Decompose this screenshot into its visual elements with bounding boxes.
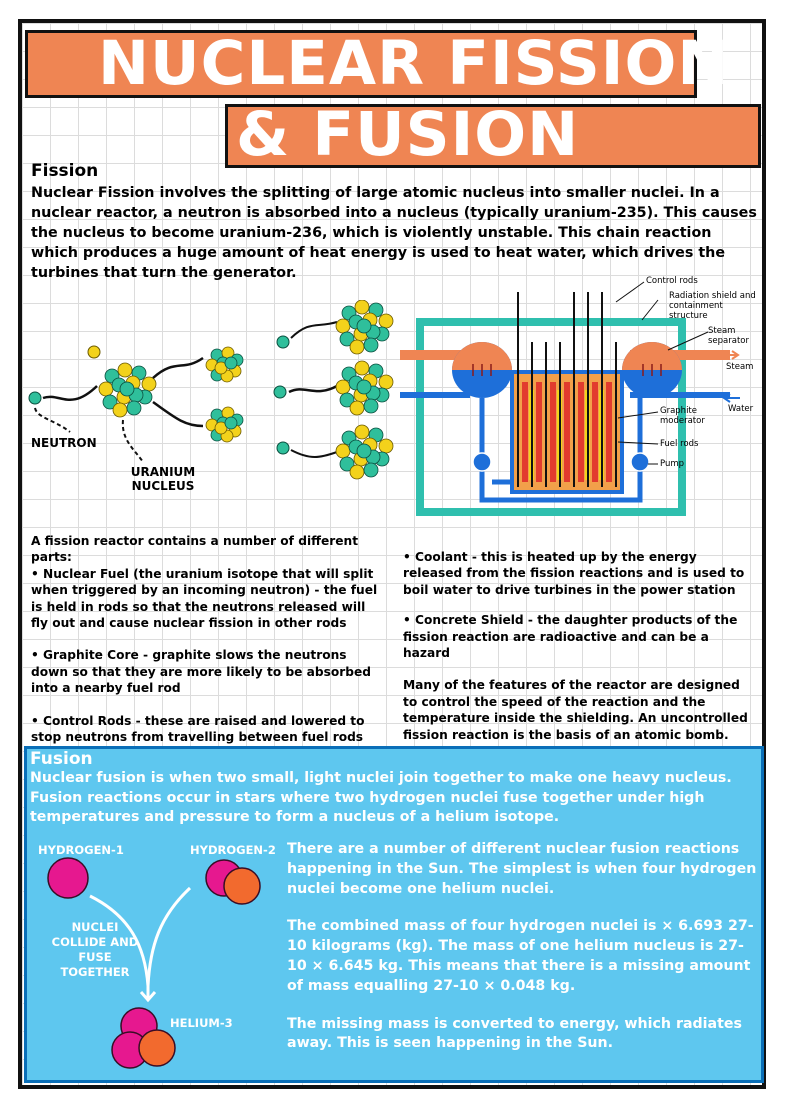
fission-chain-svg <box>28 299 394 480</box>
concrete-shield-text: • Concrete Shield - the daughter product… <box>403 613 738 661</box>
fusion-paragraph-3: The missing mass is converted to energy,… <box>287 1015 742 1052</box>
hydrogen-1-label: HYDROGEN-1 <box>38 843 124 857</box>
label-steam-separator: Steam separator <box>708 326 749 346</box>
collide-label-2: COLLIDE AND <box>51 935 139 949</box>
label-graphite: Graphite moderator <box>660 406 705 426</box>
neutron-icon <box>28 391 42 405</box>
title-banner-1 <box>25 30 697 98</box>
pump-icon <box>630 452 650 472</box>
hydrogen-2-label: HYDROGEN-2 <box>190 843 276 857</box>
fusion-diagram <box>47 857 261 1069</box>
pump-icon <box>472 452 492 472</box>
uranium-label-line-1: URANIUM <box>130 465 196 479</box>
fusion-paragraph-1: There are a number of different nuclear … <box>287 841 757 897</box>
label-steam-separator-1: Steam <box>708 326 736 336</box>
uranium-label-line-2: NUCLEUS <box>131 479 195 493</box>
reactor-features-text: Many of the features of the reactor are … <box>403 678 748 742</box>
fusion-intro: Nuclear fusion is when two small, light … <box>30 770 732 825</box>
hydrogen-2-neutron-icon <box>223 867 261 905</box>
hydrogen-1-icon <box>47 857 89 899</box>
collide-label-3: FUSE <box>78 950 112 964</box>
reactor-diagram: Control rods Radiation shield and contai… <box>400 272 760 520</box>
neutron-path <box>42 385 98 401</box>
uranium-nucleus-icon <box>98 362 157 418</box>
helium-3-label: HELIUM-3 <box>170 1016 233 1030</box>
fission-right-column: • Coolant - this is heated up by the ene… <box>403 549 758 743</box>
collide-label: NUCLEI COLLIDE AND FUSE TOGETHER <box>40 920 150 980</box>
title-line-2: & FUSION <box>236 99 580 170</box>
collide-label-1: NUCLEI <box>71 920 119 934</box>
label-radiation-shield: Radiation shield and containment structu… <box>669 291 760 321</box>
label-graphite-2: moderator <box>660 416 705 426</box>
fission-intro: Nuclear Fission involves the splitting o… <box>31 185 757 281</box>
coolant-text: • Coolant - this is heated up by the ene… <box>403 550 745 597</box>
label-fuel-rods: Fuel rods <box>660 439 699 449</box>
fission-chain-diagram <box>25 299 400 510</box>
neutron-label: NEUTRON <box>31 436 97 450</box>
helium-3-icon <box>138 1029 176 1067</box>
collide-label-4: TOGETHER <box>60 965 130 979</box>
label-water: Water <box>728 404 754 414</box>
label-pump: Pump <box>660 459 685 469</box>
label-steam-separator-2: separator <box>708 336 749 346</box>
fusion-explanation: There are a number of different nuclear … <box>287 840 757 1072</box>
fission-heading: Fission <box>31 161 99 181</box>
label-radiation-shield-1: Radiation shield and <box>669 291 756 301</box>
label-control-rods: Control rods <box>646 276 698 286</box>
reactor-svg <box>400 281 740 516</box>
title-line-1: NUCLEAR FISSION <box>98 28 730 99</box>
label-steam: Steam <box>726 362 754 372</box>
daughter-nucleus-icon <box>205 346 244 383</box>
fission-parts-intro: A fission reactor contains a number of d… <box>31 534 359 565</box>
fission-left-column: A fission reactor contains a number of d… <box>31 533 381 778</box>
fusion-paragraph-2: The combined mass of four hydrogen nucle… <box>287 918 754 994</box>
nuclear-fuel-text: • Nuclear Fuel (the uranium isotope that… <box>31 566 378 631</box>
fusion-heading: Fusion <box>30 749 93 769</box>
uranium-label: URANIUM NUCLEUS <box>118 465 208 493</box>
label-radiation-shield-2: containment structure <box>669 301 723 321</box>
label-graphite-1: Graphite <box>660 406 697 416</box>
title-banner-2 <box>225 104 761 168</box>
graphite-core-text: • Graphite Core - graphite slows the neu… <box>31 648 371 696</box>
daughter-nucleus-icon <box>205 406 244 443</box>
